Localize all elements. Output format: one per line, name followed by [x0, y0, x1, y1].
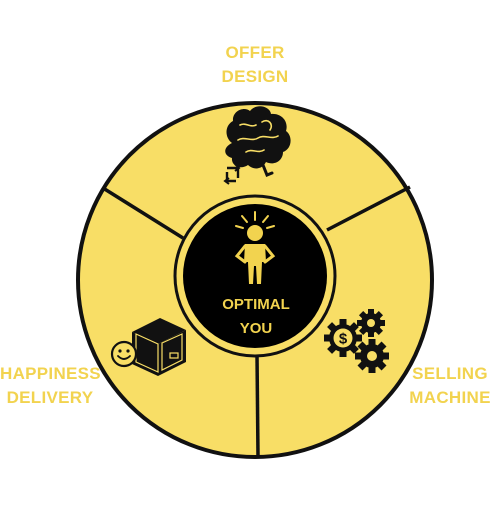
- center-title-line2: YOU: [240, 320, 273, 337]
- person-with-lightbulb-icon: [234, 211, 276, 284]
- gears-dollar-icon: $: [324, 309, 389, 373]
- center-title-line1: OPTIMAL: [222, 296, 290, 313]
- divider-right: [326, 185, 411, 232]
- divider-left: [102, 186, 184, 240]
- segment-label-line2: MACHINE: [409, 388, 491, 407]
- segment-label-line1: HAPPINESS: [0, 364, 101, 383]
- svg-text:$: $: [339, 331, 348, 348]
- segment-label-line1: OFFER: [225, 43, 285, 62]
- divider-bottom: [255, 354, 260, 457]
- segment-label-line1: SELLING: [412, 364, 488, 383]
- segment-label-offer-design: OFFER DESIGN: [185, 41, 325, 89]
- center-hub: [183, 204, 327, 348]
- segment-label-happiness-delivery: HAPPINESS DELIVERY: [0, 362, 101, 410]
- brain-icon: [223, 106, 291, 185]
- segment-label-line2: DESIGN: [221, 67, 289, 86]
- segment-label-line2: DELIVERY: [6, 388, 94, 407]
- segment-label-selling-machine: SELLING MACHINE: [400, 362, 500, 410]
- smiley-box-icon: [110, 318, 186, 376]
